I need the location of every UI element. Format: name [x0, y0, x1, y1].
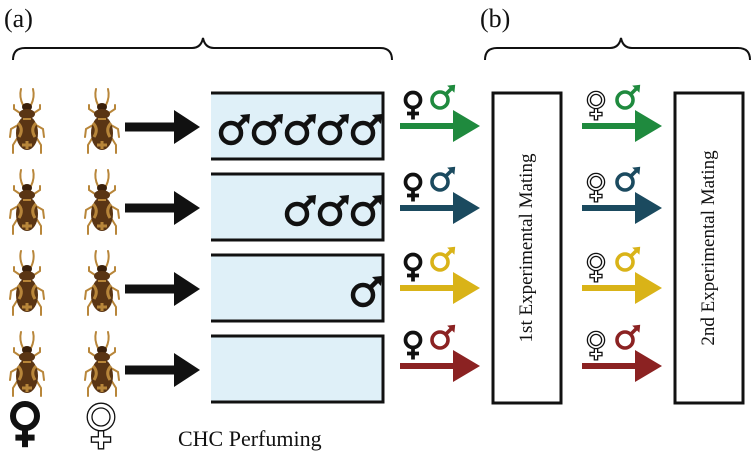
beetle-icon	[84, 169, 120, 235]
perfuming-arrows	[125, 110, 200, 387]
colored-male-icon	[615, 84, 641, 110]
perfuming-tube	[211, 336, 383, 402]
second-mating-box	[673, 91, 745, 405]
treatment-arrow-icon	[400, 110, 480, 142]
beetle-icon	[9, 88, 45, 154]
brace-a	[12, 37, 393, 61]
female-filled-icon	[403, 90, 423, 120]
treatment-arrow-icon	[400, 272, 480, 304]
female-outline-icon	[586, 330, 606, 361]
colored-male-icon	[430, 84, 456, 110]
brace-b	[484, 37, 751, 61]
female-outline-icon	[86, 402, 116, 450]
treatment-arrow-icon	[582, 350, 662, 382]
beetle-icon	[9, 169, 45, 235]
second-mating-label: 2nd Experimental Mating	[698, 150, 719, 346]
female-filled-icon	[403, 330, 423, 360]
male-symbol-icon	[350, 276, 382, 308]
colored-male-icon	[615, 166, 641, 192]
male-symbol-icon	[284, 114, 316, 146]
panel-label-b: (b)	[480, 4, 511, 33]
colored-male-icon	[430, 246, 456, 272]
male-symbol-icon	[251, 114, 283, 146]
black-arrow-icon	[125, 272, 200, 306]
black-arrow-icon	[125, 353, 200, 387]
male-symbol-icon	[218, 114, 250, 146]
beetle-icon	[84, 250, 120, 316]
male-symbol-icon	[350, 195, 382, 227]
colored-male-icon	[430, 166, 456, 192]
beetle-icon	[84, 88, 120, 154]
treatment-arrow-icon	[582, 110, 662, 142]
black-arrow-icon	[125, 191, 200, 225]
female-outline-icon	[586, 252, 606, 283]
treatment-arrow-icon	[582, 272, 662, 304]
first-mating-treatments	[400, 84, 480, 382]
male-symbol-icon	[350, 114, 382, 146]
tube-outline	[211, 334, 385, 404]
colored-male-icon	[615, 324, 641, 350]
beetle-icon	[9, 331, 45, 397]
female-filled-icon	[10, 401, 40, 448]
beetle-group	[9, 88, 120, 397]
colored-male-icon	[430, 324, 456, 350]
treatment-arrow-icon	[582, 192, 662, 224]
beetle-icon	[9, 250, 45, 316]
treatment-arrow-icon	[400, 350, 480, 382]
female-outline-icon	[586, 90, 606, 121]
male-symbol-icon	[317, 114, 349, 146]
female-filled-icon	[403, 252, 423, 282]
treatment-arrow-icon	[400, 192, 480, 224]
male-symbol-icon	[317, 195, 349, 227]
first-mating-label: 1st Experimental Mating	[516, 153, 537, 343]
female-outline-icon	[586, 172, 606, 203]
tube-outline	[211, 172, 385, 242]
first-mating-box	[491, 91, 563, 405]
black-arrow-icon	[125, 110, 200, 144]
female-filled-icon	[403, 172, 423, 202]
panel-label-a: (a)	[4, 4, 33, 33]
female-legend	[10, 401, 116, 450]
chc-perfuming-caption: CHC Perfuming	[178, 426, 322, 451]
beetle-icon	[84, 331, 120, 397]
tube-outline	[211, 253, 385, 323]
colored-male-icon	[615, 246, 641, 272]
male-symbol-icon	[284, 195, 316, 227]
second-mating-treatments	[582, 84, 662, 382]
tube-outline	[211, 91, 385, 161]
perfuming-tubes	[211, 91, 385, 404]
